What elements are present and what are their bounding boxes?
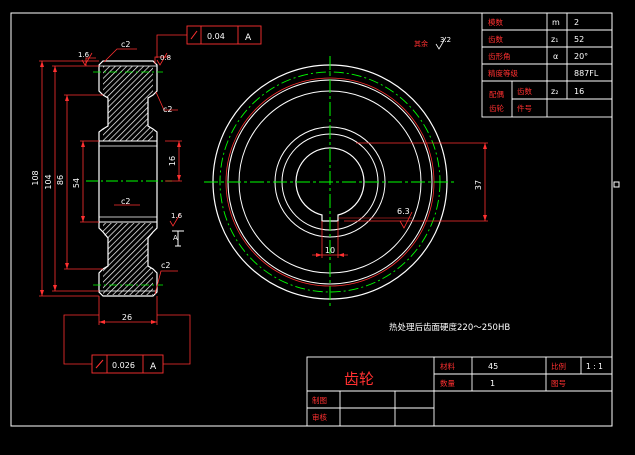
tolerance-top-datum: A bbox=[245, 33, 252, 43]
checked-by-label: 审核 bbox=[312, 412, 327, 422]
param-row-teeth: 齿数 z₁ 52 bbox=[488, 34, 584, 44]
section-view bbox=[86, 60, 172, 297]
heat-treatment-note: 热处理后齿面硬度220～250HB bbox=[389, 322, 510, 333]
quantity-value: 1 bbox=[490, 379, 495, 388]
drawing-frame bbox=[10, 12, 613, 427]
vertical-dimensions bbox=[39, 60, 182, 297]
section-hatch bbox=[103, 66, 153, 141]
param-val-angle: 20° bbox=[574, 52, 588, 61]
param-row-precision: 精度等级 887FL bbox=[488, 68, 599, 78]
quantity-label: 数量 bbox=[440, 378, 455, 388]
chamfer-c2-top: c2 bbox=[121, 40, 131, 49]
section-outline bbox=[98, 60, 158, 297]
dim-26: 26 bbox=[122, 313, 132, 322]
section-hatch-lower bbox=[103, 223, 153, 295]
param-row-module: 模数 m 2 bbox=[488, 17, 579, 27]
param-name-module: 模数 bbox=[488, 17, 503, 27]
scale-value: 1 : 1 bbox=[586, 362, 603, 371]
drawing-no-label: 图号 bbox=[551, 379, 566, 388]
bore-keyway bbox=[295, 147, 365, 222]
roughness-1-6-top: 1.6 bbox=[78, 51, 90, 59]
chamfer-c2-right: c2 bbox=[163, 105, 173, 114]
mate-label-b: 齿轮 bbox=[489, 103, 504, 113]
param-row-mate: 配偶 齿轮 齿数 件号 z₂ 16 bbox=[489, 86, 584, 113]
tolerance-top-value: 0.04 bbox=[207, 32, 225, 41]
material-value: 45 bbox=[488, 362, 498, 371]
tolerance-bottom-datum: A bbox=[150, 362, 157, 372]
dim-108: 108 bbox=[31, 170, 40, 185]
mate-label-a: 配偶 bbox=[489, 89, 504, 99]
param-sym-teeth: z₁ bbox=[551, 35, 558, 44]
front-view bbox=[204, 56, 456, 308]
dim-37: 37 bbox=[474, 180, 483, 190]
param-name-precision: 精度等级 bbox=[488, 68, 518, 78]
roughness-6-3: 6.3 bbox=[397, 207, 410, 216]
roughness-1-6-side: 1.6 bbox=[171, 212, 183, 220]
part-name: 齿轮 bbox=[344, 370, 374, 388]
dim-16: 16 bbox=[168, 156, 177, 166]
roughness-rest-label: 其余 bbox=[414, 39, 428, 48]
param-val-teeth: 52 bbox=[574, 35, 584, 44]
dim-104: 104 bbox=[44, 174, 53, 189]
width-dimension bbox=[98, 296, 158, 325]
param-row-angle: 齿形角 α 20° bbox=[488, 51, 588, 61]
frame-grip[interactable] bbox=[613, 181, 620, 188]
roughness-0-8: 0.8 bbox=[160, 54, 171, 62]
gear-parameter-table bbox=[481, 12, 613, 118]
title-block bbox=[306, 356, 613, 427]
param-sym-module: m bbox=[552, 18, 560, 27]
dim-54: 54 bbox=[72, 178, 81, 188]
param-name-teeth: 齿数 bbox=[488, 34, 503, 44]
roughness-rest-value: 3.2 bbox=[440, 36, 451, 44]
mate-sym: z₂ bbox=[551, 87, 558, 96]
tolerance-frame-bottom bbox=[63, 314, 191, 374]
material-label: 材料 bbox=[440, 361, 455, 371]
chamfer-c2-mid: c2 bbox=[121, 197, 131, 206]
mate-teeth-label: 齿数 bbox=[517, 86, 532, 96]
datum-label: A bbox=[173, 234, 178, 242]
tolerance-frame-top bbox=[156, 25, 262, 58]
mate-val: 16 bbox=[574, 87, 584, 96]
param-sym-angle: α bbox=[553, 52, 558, 61]
chamfer-c2-bottom: c2 bbox=[161, 261, 171, 270]
datum-symbol bbox=[172, 230, 184, 247]
param-val-precision: 887FL bbox=[574, 69, 599, 78]
scale-label: 比例 bbox=[551, 361, 566, 371]
drawn-by-label: 制图 bbox=[312, 395, 327, 405]
dim-10: 10 bbox=[325, 246, 335, 255]
dim-86: 86 bbox=[56, 175, 65, 185]
tolerance-bottom-value: 0.026 bbox=[112, 361, 135, 370]
param-name-angle: 齿形角 bbox=[488, 51, 511, 61]
mate-part-label: 件号 bbox=[517, 103, 532, 113]
param-val-module: 2 bbox=[574, 18, 579, 27]
